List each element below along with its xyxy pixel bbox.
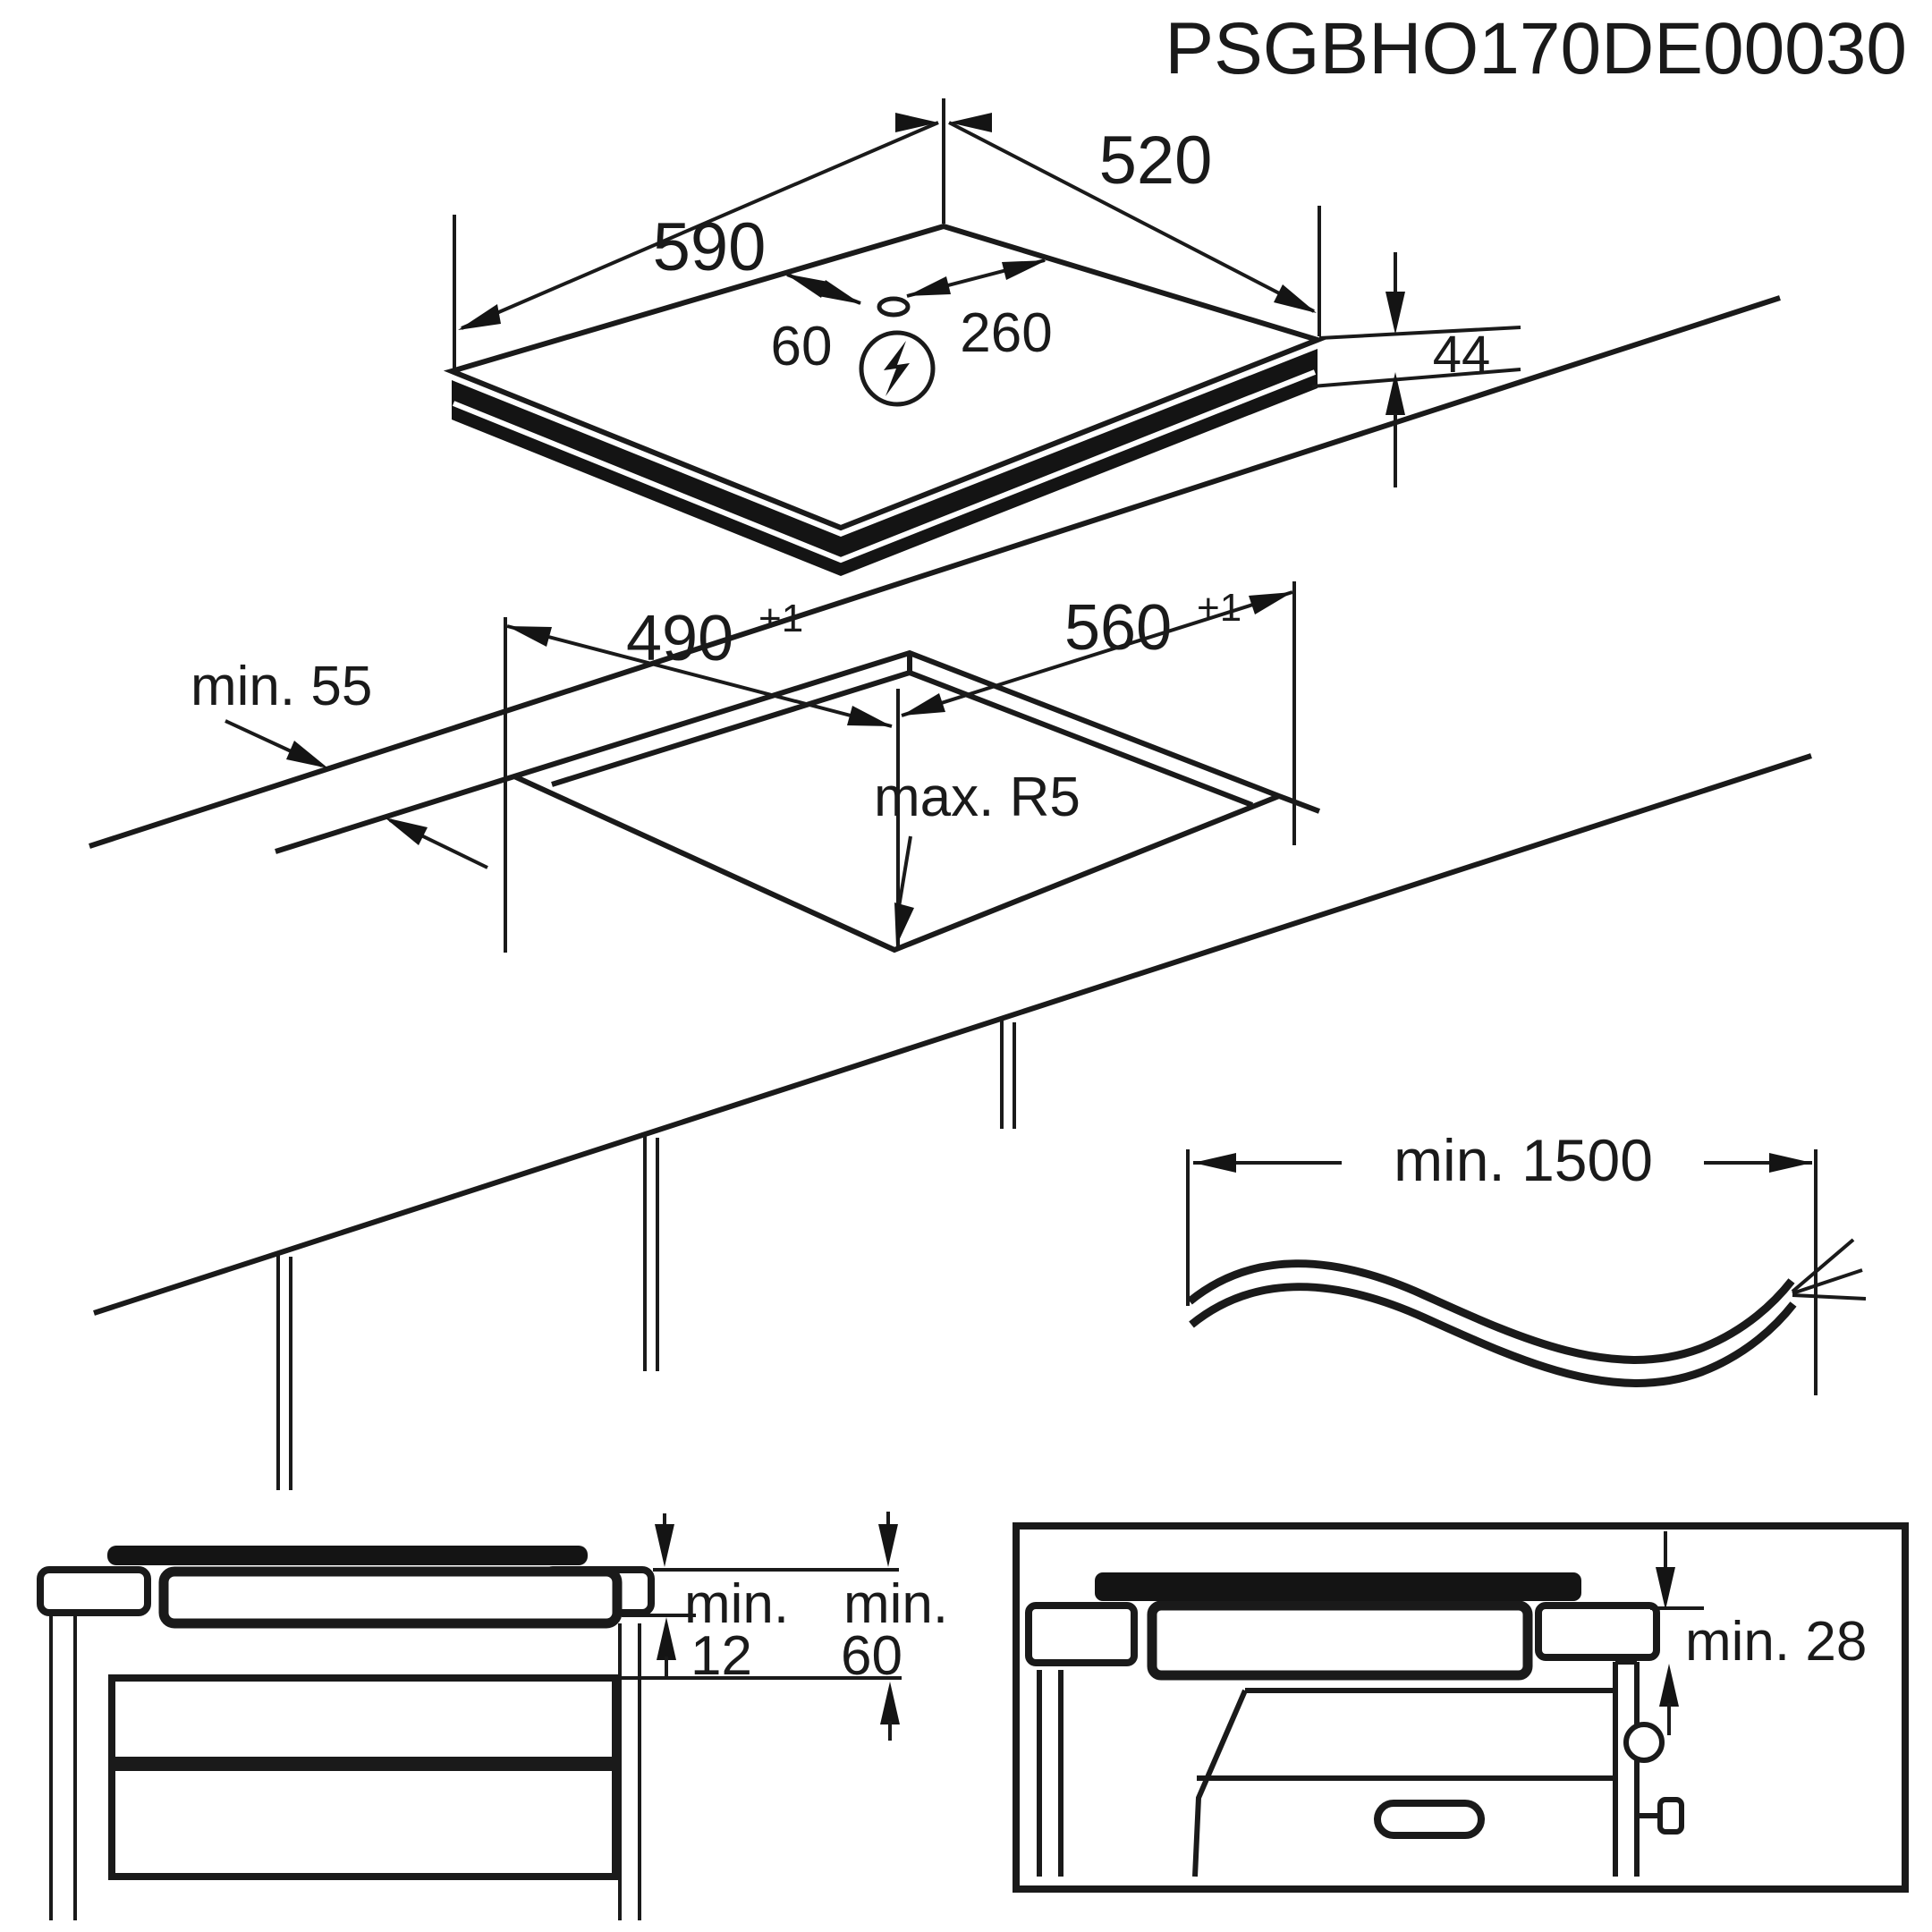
worktop-leg-left <box>276 1253 292 1490</box>
cutout-back-clearance-dimension: min. 55 <box>191 656 488 869</box>
connection-offset-right-label: 260 <box>960 302 1052 364</box>
under-hob-clearance-value: 12 <box>691 1625 752 1687</box>
cutout-width-label: 560 <box>1064 592 1172 664</box>
worktop-cutout-view: 490 +1 560 +1 min. 55 max. R5 <box>191 581 1321 953</box>
cutout-width-dimension: 560 +1 <box>901 586 1293 717</box>
drawer-lower <box>108 1764 619 1880</box>
under-hob-clearance-label: min. <box>684 1573 789 1635</box>
connection-offset-right-dimension: 260 <box>906 258 1053 364</box>
oven-clearance-label: min. 28 <box>1685 1611 1867 1673</box>
connection-offset-left-label: 60 <box>771 316 833 377</box>
cabinet-clearance-view: min. 12 min. 60 <box>37 1512 948 1920</box>
lightning-bolt-icon <box>884 341 910 396</box>
cutout-depth-tolerance: +1 <box>758 597 803 640</box>
drawing-code: PSGBHO170DE00030 <box>1165 8 1907 89</box>
cable-length-label: min. 1500 <box>1394 1127 1653 1193</box>
cabinet-clearance-label: min. <box>843 1573 948 1635</box>
power-cable-icon <box>1187 1238 1867 1387</box>
wire-strands <box>1791 1238 1867 1301</box>
oven-knob <box>1637 1797 1684 1835</box>
worktop-leg-right <box>1000 1019 1016 1129</box>
hob-isometric-view: 590 520 60 260 <box>443 98 1521 576</box>
cutout-width-tolerance: +1 <box>1197 586 1241 630</box>
hob-height-label: 44 <box>1433 326 1491 384</box>
cutout-corner-radius-note: max. R5 <box>874 767 1080 946</box>
hob-depth-dimension: 520 <box>948 113 1317 313</box>
hob-width-label: 590 <box>653 209 767 285</box>
connection-offset-left-dimension: 60 <box>771 273 861 377</box>
worktop-leg-middle <box>643 1134 659 1371</box>
cutout-depth-label: 490 <box>626 603 733 674</box>
worktop-surface <box>89 295 1812 1490</box>
built-under-oven <box>1192 1659 1684 1877</box>
hob-width-dimension: 590 <box>458 113 939 330</box>
hob-height-dimension: 44 <box>1311 252 1521 487</box>
oven-handle <box>1374 1800 1485 1839</box>
electric-connection-icon <box>859 330 936 407</box>
mains-cable-view: min. 1500 <box>1186 1127 1867 1395</box>
cutout-depth-dimension: 490 +1 <box>506 597 893 728</box>
hob-depth-label: 520 <box>1099 123 1213 199</box>
oven-clearance-view: min. 28 <box>1013 1522 1909 1893</box>
mains-connection-point <box>877 296 911 318</box>
hob-cross-section-right <box>1095 1572 1581 1601</box>
back-clearance-label: min. 55 <box>191 656 372 717</box>
hob-cross-section <box>107 1546 588 1565</box>
corner-radius-label: max. R5 <box>874 767 1080 828</box>
cabinet-clearance-value: 60 <box>841 1625 902 1687</box>
drawer-upper <box>108 1674 619 1764</box>
